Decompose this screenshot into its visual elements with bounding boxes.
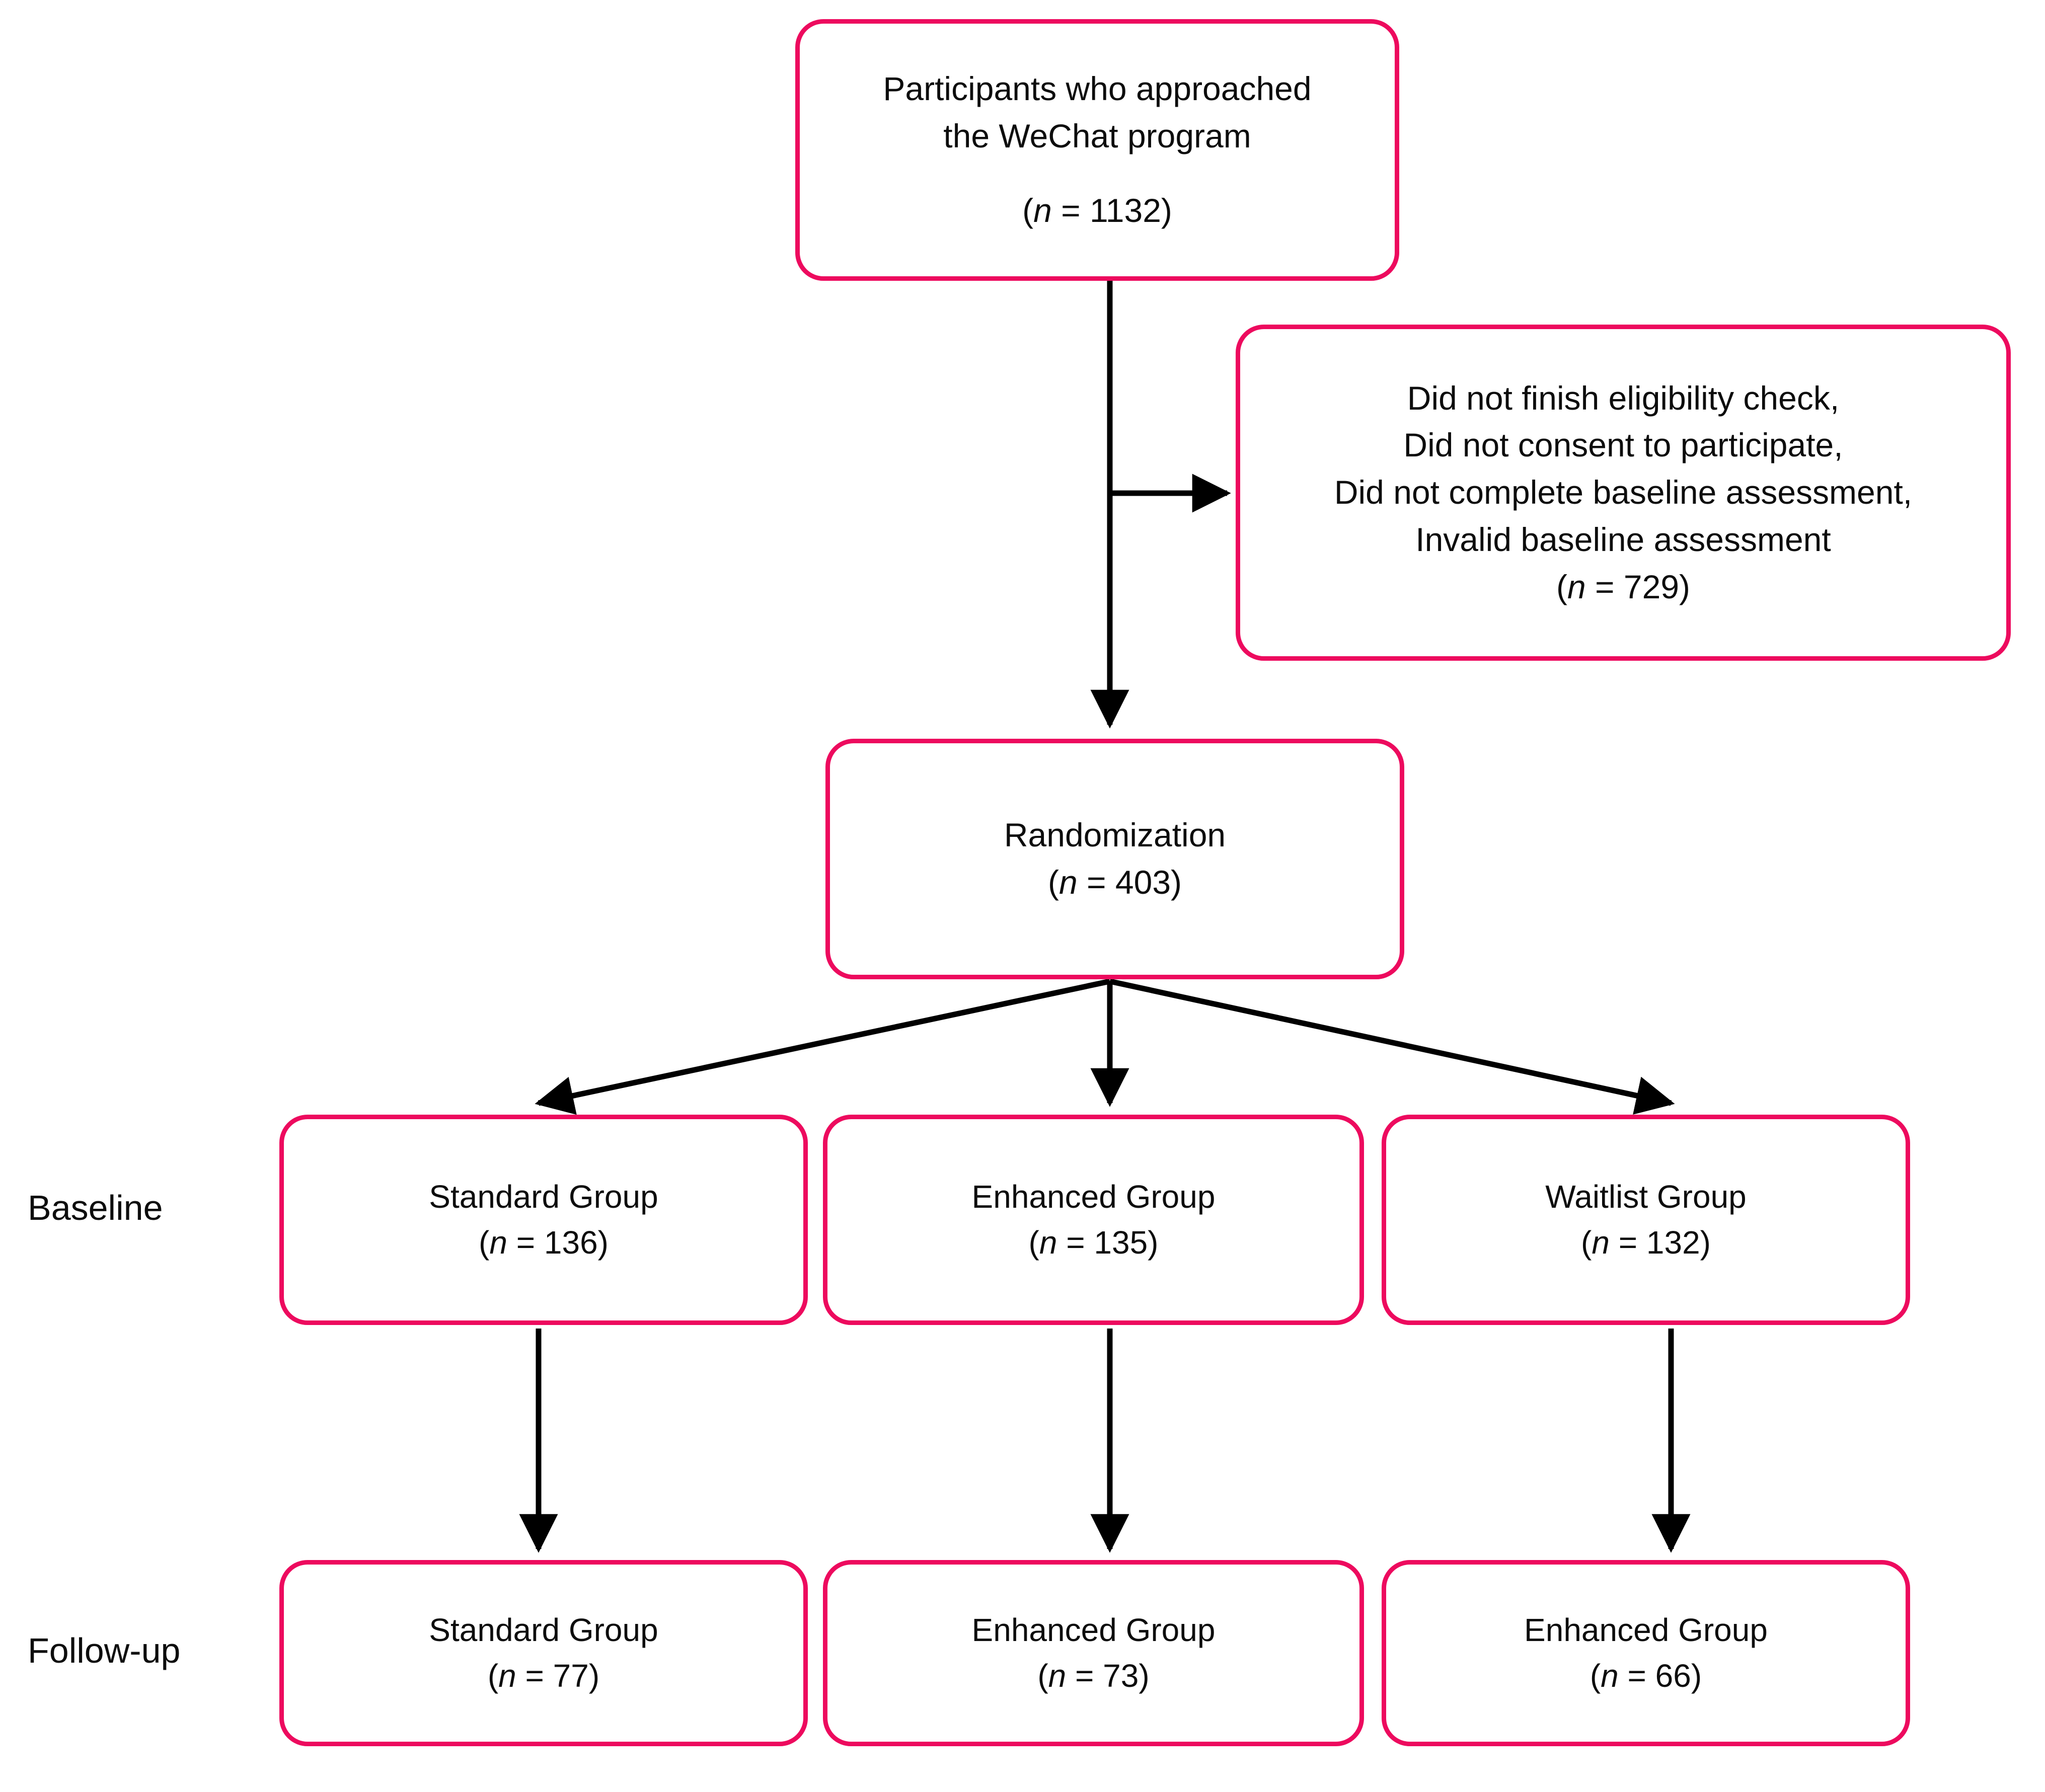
node-count: (n = 136) xyxy=(479,1224,609,1261)
node-participants-approached[interactable]: Participants who approached the WeChat p… xyxy=(795,19,1399,281)
node-text-line: Did not complete baseline assessment, xyxy=(1334,474,1913,511)
node-count: (n = 1132) xyxy=(1022,191,1172,229)
node-text-line: Did not consent to participate, xyxy=(1403,426,1843,464)
node-count: (n = 135) xyxy=(1028,1224,1159,1261)
edge-randomization-to-baseline-waitlist xyxy=(1109,978,1675,1115)
node-randomization[interactable]: Randomization (n = 403) xyxy=(825,739,1404,979)
n-symbol: n xyxy=(1592,1224,1610,1261)
node-text-line: the WeChat program xyxy=(943,117,1251,155)
node-text-line: Waitlist Group xyxy=(1545,1179,1747,1215)
node-exclusion-reasons[interactable]: Did not finish eligibility check, Did no… xyxy=(1236,325,2011,661)
node-followup-standard-group[interactable]: Standard Group (n = 77) xyxy=(279,1560,808,1746)
n-symbol: n xyxy=(1601,1658,1619,1694)
n-symbol: n xyxy=(498,1658,516,1694)
node-baseline-enhanced-group[interactable]: Enhanced Group (n = 135) xyxy=(823,1115,1364,1325)
node-text-line: Standard Group xyxy=(429,1179,658,1215)
node-followup-waitlist-group[interactable]: Enhanced Group (n = 66) xyxy=(1382,1560,1910,1746)
n-symbol: n xyxy=(489,1224,507,1261)
node-text-line: Participants who approached xyxy=(883,70,1312,108)
node-text-line: Standard Group xyxy=(429,1612,658,1649)
node-baseline-standard-group[interactable]: Standard Group (n = 136) xyxy=(279,1115,808,1325)
node-count: (n = 66) xyxy=(1589,1658,1702,1694)
n-symbol: n xyxy=(1567,568,1586,605)
node-followup-enhanced-group[interactable]: Enhanced Group (n = 73) xyxy=(823,1560,1364,1746)
node-text-line: Randomization xyxy=(1004,816,1226,854)
node-count: (n = 73) xyxy=(1037,1658,1150,1694)
node-count: (n = 403) xyxy=(1047,864,1182,901)
n-symbol: n xyxy=(1058,864,1078,901)
node-text-line: Invalid baseline assessment xyxy=(1415,520,1831,558)
stage-label-baseline: Baseline xyxy=(28,1188,163,1227)
node-text-line: Did not finish eligibility check, xyxy=(1407,379,1840,417)
node-count: (n = 77) xyxy=(487,1658,600,1694)
n-symbol: n xyxy=(1048,1658,1067,1694)
node-text-line: Enhanced Group xyxy=(971,1179,1216,1215)
edge-randomization-to-baseline-standard xyxy=(535,978,1111,1115)
node-count: (n = 729) xyxy=(1556,568,1691,605)
node-text-line: Enhanced Group xyxy=(971,1612,1216,1649)
node-count: (n = 132) xyxy=(1581,1224,1711,1261)
node-text-line: Enhanced Group xyxy=(1524,1612,1768,1649)
stage-label-followup: Follow-up xyxy=(28,1631,181,1670)
n-symbol: n xyxy=(1033,191,1052,229)
n-symbol: n xyxy=(1039,1224,1057,1261)
node-baseline-waitlist-group[interactable]: Waitlist Group (n = 132) xyxy=(1382,1115,1910,1325)
